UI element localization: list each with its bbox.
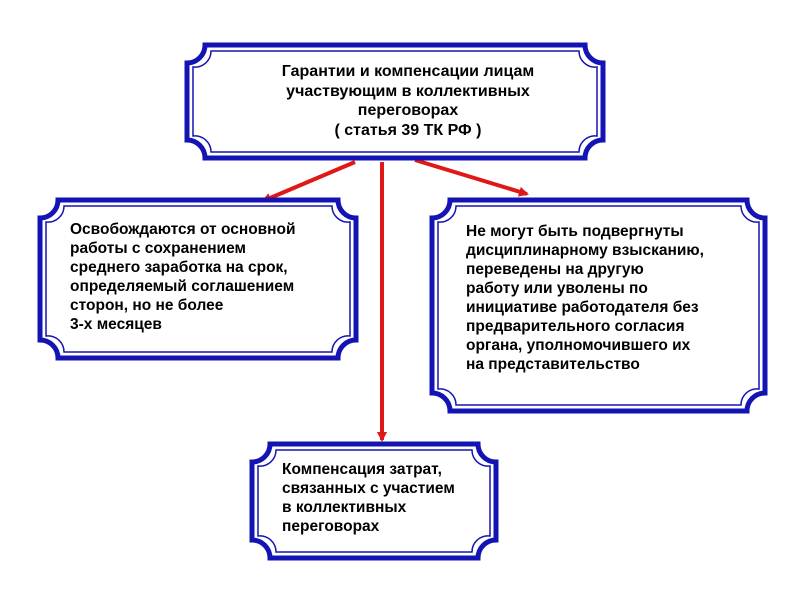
arrow-to-right bbox=[414, 158, 529, 197]
right-box bbox=[429, 197, 768, 414]
left-box-outer-frame bbox=[37, 197, 359, 361]
top-box-outer-frame bbox=[184, 42, 606, 161]
left-box-inner-frame bbox=[45, 205, 351, 353]
bottom-box-outer-frame bbox=[249, 441, 499, 561]
bottom-box-inner-frame bbox=[257, 449, 491, 553]
arrows-group bbox=[261, 158, 529, 442]
top-box-inner-frame bbox=[192, 50, 598, 153]
left-box bbox=[37, 197, 359, 361]
right-box-outer-frame bbox=[429, 197, 768, 414]
right-box-text: Не могут быть подвергнуты дисциплинарном… bbox=[466, 223, 704, 373]
right-box-inner-frame bbox=[437, 205, 760, 406]
top-box-title: Гарантии и компенсации лицам участвующим… bbox=[281, 63, 535, 139]
top-box bbox=[184, 42, 606, 161]
bottom-box bbox=[249, 441, 499, 561]
bottom-box-text: Компенсация затрат, связанных с участием… bbox=[282, 461, 455, 535]
arrow-to-left bbox=[261, 160, 356, 203]
left-box-text: Освобождаются от основной работы с сохра… bbox=[70, 221, 296, 333]
